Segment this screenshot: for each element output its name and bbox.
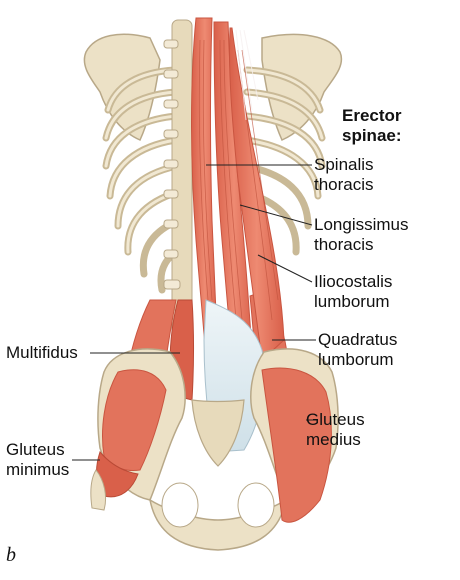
label-spinalis-thoracis: Spinalis thoracis (314, 155, 374, 195)
heading-line-1: Erector (342, 106, 402, 125)
sacrum (191, 399, 245, 467)
gluteus-medius-muscle (261, 367, 332, 523)
heading-line-2: spinae: (342, 126, 402, 145)
leader-longissimus-thoracis (239, 204, 313, 226)
label-line: thoracis (314, 175, 374, 194)
label-quadratus-lumborum: Quadratus lumborum (318, 330, 397, 370)
label-line: Gluteus (306, 410, 365, 429)
label-line: lumborum (318, 350, 394, 369)
panel-letter: b (6, 544, 16, 566)
rib-highlights (104, 68, 324, 254)
leader-iliocostalis-lumborum (257, 254, 313, 283)
label-line: Quadratus (318, 330, 398, 349)
label-line: medius (306, 430, 361, 449)
gluteus-medius-left-muscle (102, 369, 167, 471)
label-multifidus: Multifidus (6, 343, 78, 363)
right-obturator (237, 482, 275, 528)
label-gluteus-medius: Gluteus medius (306, 410, 365, 450)
label-longissimus-thoracis: Longissimus thoracis (314, 215, 409, 255)
label-line: Spinalis (314, 155, 374, 174)
label-line: thoracis (314, 235, 374, 254)
label-line: Multifidus (6, 343, 78, 362)
label-iliocostalis-lumborum: Iliocostalis lumborum (314, 272, 392, 312)
label-line: Gluteus (6, 440, 65, 459)
label-line: Longissimus (314, 215, 409, 234)
label-gluteus-minimus: Gluteus minimus (6, 440, 69, 480)
heading-erector-spinae: Erector spinae: (342, 106, 402, 146)
femur-head-left (90, 469, 107, 511)
label-line: Iliocostalis (314, 272, 393, 291)
leader-lines (72, 164, 318, 461)
left-obturator (161, 482, 199, 528)
label-line: minimus (6, 460, 70, 479)
label-line: lumborum (314, 292, 390, 311)
